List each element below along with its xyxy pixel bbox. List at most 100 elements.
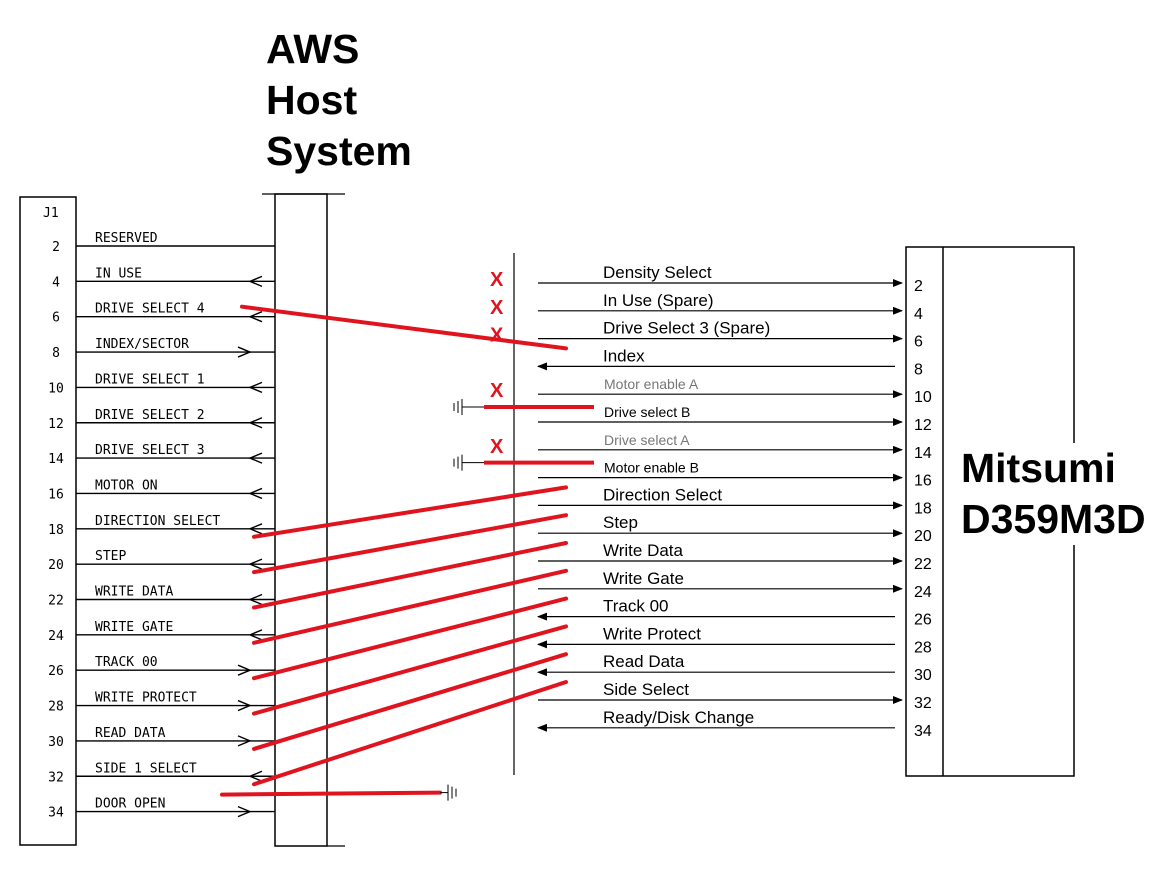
drive-signal-label: Direction Select	[603, 485, 722, 504]
drive-title-line-2: D359M3D	[961, 496, 1146, 542]
host-signal-label: WRITE DATA	[95, 585, 173, 600]
drive-signal-row: 10 Motor enable A X	[490, 376, 932, 406]
drive-signal-label: Motor enable B	[604, 460, 699, 476]
drive-pin-number: 4	[914, 306, 923, 323]
host-signal-label: STEP	[95, 549, 126, 564]
host-pin-number: 2	[52, 240, 60, 255]
host-title-line-1: AWS	[266, 26, 360, 72]
host-signal-label: IN USE	[95, 266, 142, 281]
arrow-left-icon	[248, 311, 263, 323]
arrow-left-icon	[248, 487, 263, 500]
drive-signal-label: Ready/Disk Change	[603, 708, 754, 727]
drive-pin-number: 34	[914, 723, 932, 740]
red-wire-connections	[220, 304, 568, 801]
drive-signal-label: Motor enable A	[604, 376, 699, 392]
drive-pin-number: 28	[914, 639, 932, 656]
arrow-right-icon	[237, 805, 252, 818]
drive-pin-number: 10	[914, 389, 932, 406]
drive-signal-row: 18 Direction Select	[538, 485, 932, 517]
host-signal-label: DRIVE SELECT 4	[95, 302, 205, 317]
drive-signal-label: Read Data	[603, 652, 685, 671]
arrow-left-icon	[248, 593, 263, 606]
host-connector-j1	[19, 196, 77, 846]
drive-signal-label: Drive Select 3 (Spare)	[603, 319, 770, 338]
drive-signal-label: Side Select	[603, 680, 689, 699]
host-pin-number: 18	[48, 523, 64, 538]
drive-pin-number: 30	[914, 667, 932, 684]
drive-signal-label: Drive select A	[604, 432, 690, 448]
drive-pin-number: 20	[914, 528, 932, 545]
host-signal-label: WRITE GATE	[95, 620, 173, 635]
drive-signal-row: 16 Motor enable B	[453, 454, 932, 490]
drive-signal-label: Index	[603, 346, 645, 365]
ground-icon	[453, 454, 463, 471]
arrow-left-icon	[248, 417, 263, 429]
arrow-left-icon	[248, 523, 263, 535]
connection-wire	[252, 568, 568, 645]
ground-icon	[453, 399, 463, 415]
wire-to-ground	[220, 790, 442, 797]
connection-wire	[252, 513, 568, 575]
drive-pin-number: 32	[914, 695, 932, 712]
host-signal-label: DIRECTION SELECT	[95, 514, 220, 529]
host-signal-label: WRITE PROTECT	[95, 691, 197, 706]
unused-x-mark: X	[490, 297, 504, 319]
host-pin-number: 4	[52, 275, 60, 290]
arrow-left-icon	[248, 558, 263, 570]
drive-pin-number: 2	[914, 278, 923, 295]
drive-title-line-1: Mitsumi	[961, 445, 1116, 491]
host-pin-number: 8	[52, 346, 60, 361]
drive-pin-number: 12	[914, 417, 932, 434]
arrow-left-icon	[248, 629, 263, 641]
drive-signal-row: 30 Read Data	[537, 652, 932, 684]
drive-signal-label: Write Protect	[603, 624, 701, 643]
drive-pin-number: 18	[914, 500, 932, 517]
drive-signal-row: 4 In Use (Spare) X	[490, 291, 923, 323]
unused-x-mark: X	[490, 269, 504, 291]
drive-pin-number: 14	[914, 445, 932, 462]
unused-x-mark: X	[490, 325, 504, 347]
connection-wire	[252, 596, 568, 681]
drive-signal-label: Write Gate	[603, 569, 684, 588]
connection-wire	[252, 680, 568, 787]
drive-pin-number: 16	[914, 473, 932, 490]
host-signal-label: TRACK 00	[95, 655, 158, 670]
host-signal-label: DRIVE SELECT 2	[95, 408, 205, 423]
host-signal-label: READ DATA	[95, 726, 166, 741]
arrow-right-icon	[237, 735, 252, 747]
host-pin-number: 14	[48, 452, 64, 467]
host-pin-number: 24	[48, 629, 64, 644]
drive-signal-label: Track 00	[603, 597, 669, 616]
drive-title: Mitsumi D359M3D	[959, 443, 1148, 545]
host-system-box	[274, 193, 328, 847]
unused-x-mark: X	[490, 380, 504, 402]
drive-signal-label: In Use (Spare)	[603, 291, 714, 310]
host-signal-label: MOTOR ON	[95, 478, 158, 493]
drive-signal-row: 28 Write Protect	[537, 624, 932, 656]
connection-wire	[252, 624, 568, 716]
connector-label: J1	[43, 206, 59, 221]
connection-wire	[252, 541, 568, 610]
ground-icon	[447, 784, 457, 801]
drive-signal-label: Drive select B	[604, 404, 690, 420]
